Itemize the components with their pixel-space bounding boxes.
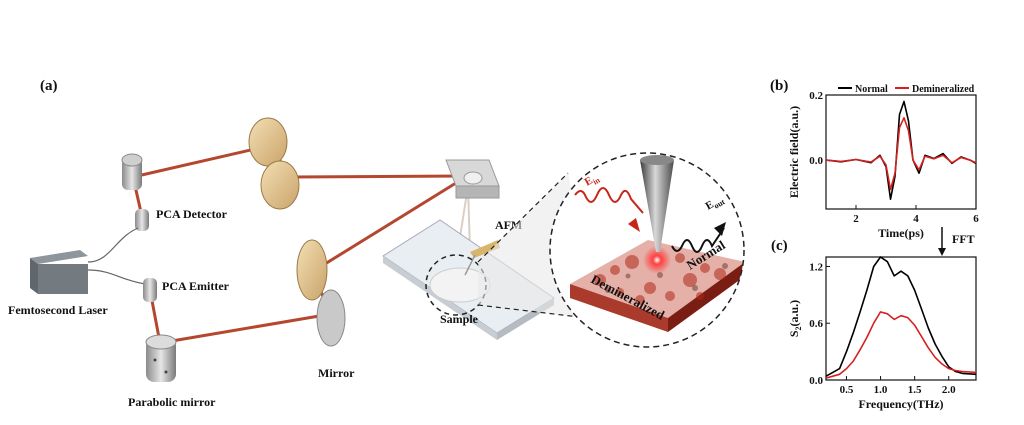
lower-mirror-1 bbox=[296, 239, 328, 301]
fiber-to-detector bbox=[87, 227, 139, 263]
x-tick-label: 6 bbox=[973, 213, 979, 225]
series-line-normal bbox=[825, 256, 977, 377]
x-tick-label: 2 bbox=[853, 213, 859, 225]
pca-detector-label: PCA Detector bbox=[156, 207, 228, 221]
panel-c-label: (c) bbox=[771, 238, 788, 254]
parabolic-mirror-device bbox=[145, 334, 177, 382]
legend-label-normal: Normal bbox=[855, 84, 888, 95]
x-axis-label: Frequency(THz) bbox=[858, 397, 943, 411]
pca-emitter-device bbox=[143, 278, 157, 302]
fiber-to-emitter bbox=[87, 269, 146, 285]
series-line-demineralized bbox=[825, 117, 977, 191]
laser-label: Femtosecond Laser bbox=[8, 303, 108, 317]
detector-mirror bbox=[121, 153, 143, 190]
upper-mirror-1 bbox=[248, 117, 300, 210]
fft-arrow bbox=[938, 227, 946, 256]
femtosecond-laser-box bbox=[30, 250, 88, 294]
x-tick-label: 1.0 bbox=[874, 384, 888, 396]
plot-frame bbox=[825, 256, 977, 381]
series-line-demineralized bbox=[825, 311, 977, 379]
tip-glow bbox=[643, 246, 671, 274]
sample-label: Sample bbox=[440, 312, 479, 326]
y-axis-label: S2(a.u.) bbox=[787, 300, 803, 337]
y-tick-label: 1.2 bbox=[809, 261, 823, 273]
y-tick-label: 0.0 bbox=[809, 375, 823, 387]
fft-label: FFT bbox=[952, 232, 975, 246]
x-tick-label: 4 bbox=[913, 213, 919, 225]
incident-wave bbox=[574, 187, 644, 214]
panel-b-label: (b) bbox=[770, 78, 788, 94]
y-tick-label: 0.2 bbox=[809, 90, 823, 102]
e-out-label: Eout bbox=[704, 193, 727, 215]
y-tick-label: 0.0 bbox=[809, 155, 823, 167]
scattered-wave bbox=[671, 227, 725, 253]
pca-emitter-label: PCA Emitter bbox=[162, 279, 230, 293]
x-tick-label: 1.5 bbox=[908, 384, 922, 396]
x-axis-label: Time(ps) bbox=[878, 226, 924, 240]
y-axis-label-sub: 2 bbox=[794, 326, 803, 330]
legend-label-demineralized: Demineralized bbox=[912, 84, 975, 95]
panel-a-label: (a) bbox=[40, 78, 58, 94]
plot-frame bbox=[825, 94, 977, 210]
lower-mirror-2 bbox=[316, 289, 346, 347]
series-line-normal bbox=[825, 100, 977, 200]
scattered-arrow bbox=[714, 222, 726, 236]
x-tick-label: 2.0 bbox=[942, 384, 956, 396]
y-tick-label: 0.6 bbox=[809, 318, 823, 330]
e-in-label: Ein bbox=[583, 171, 603, 190]
y-axis-label: Electric field(a.u.) bbox=[787, 106, 801, 198]
mirror-label: Mirror bbox=[318, 366, 355, 380]
pca-detector-device bbox=[135, 209, 149, 231]
afm-head bbox=[445, 159, 500, 199]
y-axis-label-unit: (a.u.) bbox=[787, 300, 801, 327]
incident-arrow bbox=[628, 218, 640, 232]
x-tick-label: 0.5 bbox=[840, 384, 854, 396]
parabolic-mirror-label: Parabolic mirror bbox=[128, 395, 216, 409]
zoom-line-top bbox=[477, 172, 569, 263]
afm-tip bbox=[640, 160, 674, 252]
inset-circle bbox=[549, 152, 745, 348]
